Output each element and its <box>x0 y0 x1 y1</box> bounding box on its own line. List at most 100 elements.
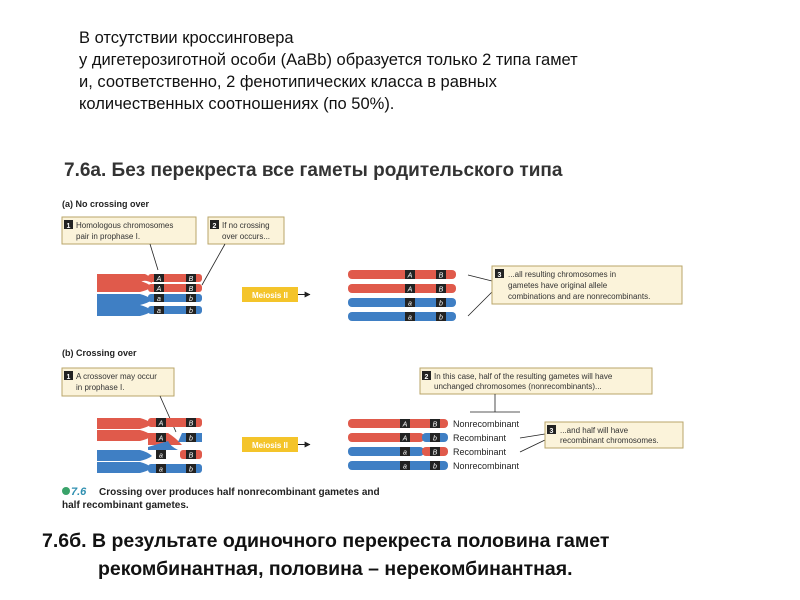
note-pointer <box>467 291 493 317</box>
chromatid-red <box>97 281 152 292</box>
note-text-line-2: over occurs... <box>222 232 270 241</box>
allele-label: A <box>156 286 162 293</box>
meiosis-label: Meiosis II <box>252 291 288 300</box>
gamete-label-nonrecombinant: Nonrecombinant <box>453 419 520 429</box>
allele-marker <box>400 433 410 442</box>
gamete-chromosome <box>348 419 448 428</box>
note-text-line-2: recombinant chromosomes. <box>560 436 659 445</box>
chromatid-red <box>97 418 152 429</box>
note-box <box>419 367 653 395</box>
note-text-line-1: In this case, half of the resulting game… <box>434 372 613 381</box>
panel-a-note-1: 1 Homologous chromosomes pair in prophas… <box>61 216 197 271</box>
note-text-line-2: pair in prophase I. <box>76 232 140 241</box>
chromatid-blue <box>97 305 152 316</box>
intro-text: В отсутствии кроссинговера у дигетерозиг… <box>79 29 578 113</box>
allele-marker <box>400 461 410 470</box>
note-pointer <box>149 243 159 271</box>
allele-label: B <box>439 273 444 280</box>
note-text-line-1: Homologous chromosomes <box>76 221 173 230</box>
allele-marker <box>156 464 166 473</box>
allele-marker <box>154 294 164 302</box>
panel-b: (b) Crossing over 1 A crossover may occu… <box>61 348 684 474</box>
allele-marker <box>186 306 196 314</box>
allele-marker <box>430 419 440 428</box>
panel-a-note-3: 3 ...all resulting chromosomes in gamete… <box>467 265 683 317</box>
allele-marker <box>400 419 410 428</box>
allele-label: a <box>408 315 412 322</box>
allele-label: B <box>189 453 194 460</box>
allele-label: a <box>403 450 407 457</box>
note-number-badge <box>64 220 73 229</box>
allele-marker <box>436 270 446 279</box>
note-text-line-1: If no crossing <box>222 221 270 230</box>
gamete-label-recombinant: Recombinant <box>453 433 507 443</box>
figure-caption: 7.6 Crossing over produces half nonrecom… <box>62 486 380 511</box>
allele-marker <box>186 284 196 292</box>
allele-label: a <box>403 464 407 471</box>
allele-marker <box>186 418 196 427</box>
allele-label: a <box>159 453 163 460</box>
gamete-label-recombinant: Recombinant <box>453 447 507 457</box>
note-number: 1 <box>67 223 71 230</box>
meiosis-box <box>242 437 298 452</box>
allele-marker <box>186 464 196 473</box>
allele-marker <box>436 312 446 321</box>
note-pointer <box>519 433 546 439</box>
note-number: 2 <box>425 374 429 381</box>
panel-b-note-2: 2 In this case, half of the resulting ga… <box>419 367 653 413</box>
note-box <box>544 421 684 449</box>
allele-label: B <box>189 286 194 293</box>
note-number: 3 <box>550 428 554 435</box>
note-number: 1 <box>67 374 71 381</box>
note-pointer <box>519 439 546 453</box>
note-number-badge <box>422 371 431 380</box>
note-number-badge <box>547 425 556 434</box>
allele-label: a <box>159 467 163 474</box>
chromatid-blue <box>97 450 152 461</box>
allele-label: b <box>439 301 443 308</box>
gamete-chromosome <box>348 447 424 456</box>
chromatid-blue <box>97 462 152 473</box>
note-pointer <box>467 274 493 282</box>
allele-marker <box>430 461 440 470</box>
allele-label: b <box>439 315 443 322</box>
allele-label: b <box>433 436 437 443</box>
allele-label: a <box>408 301 412 308</box>
note-text-line-1: A crossover may occur <box>76 372 157 381</box>
chromatid-red <box>97 430 152 441</box>
panel-b-gametes: A B A b a B a b Nonrecombinant Recombina… <box>348 419 520 471</box>
note-text-line-2: gametes have original allele <box>508 281 608 290</box>
panel-a: (a) No crossing over 1 Homologous chromo… <box>61 199 683 322</box>
allele-label: A <box>407 287 413 294</box>
allele-label: b <box>189 308 193 315</box>
note-text-line-2: unchanged chromosomes (nonrecombinants).… <box>434 382 602 391</box>
note-number: 3 <box>498 272 502 279</box>
panel-b-note-3: 3 ...and half will have recombinant chro… <box>519 421 684 453</box>
note-text-line-1: ...all resulting chromosomes in <box>508 270 616 279</box>
allele-marker <box>405 284 415 293</box>
meiosis-box <box>242 287 298 302</box>
caption-icon <box>62 487 70 495</box>
allele-label: B <box>433 450 438 457</box>
gamete-chromosome <box>348 284 456 293</box>
allele-marker <box>405 312 415 321</box>
note-number-badge <box>210 220 219 229</box>
allele-label: A <box>402 422 408 429</box>
note-box <box>61 367 175 397</box>
allele-label: a <box>157 296 161 303</box>
allele-marker <box>430 433 440 442</box>
gamete-chromosome <box>348 270 456 279</box>
meiosis-label: Meiosis II <box>252 441 288 450</box>
allele-label: A <box>158 436 164 443</box>
panel-a-homolog-pair: A B A B a b a b <box>97 274 202 316</box>
allele-marker <box>186 294 196 302</box>
caption-line-2: half recombinant gametes. <box>62 500 189 511</box>
gamete-chromosome <box>348 298 456 307</box>
panel-b-note-1: 1 A crossover may occur in prophase I. <box>61 367 177 433</box>
allele-label: B <box>439 287 444 294</box>
note-box <box>207 216 285 245</box>
note-pointer <box>201 243 226 286</box>
panel-a-gametes: A B A B a b a b <box>348 270 456 322</box>
allele-marker <box>400 447 410 456</box>
allele-label: B <box>189 276 194 283</box>
